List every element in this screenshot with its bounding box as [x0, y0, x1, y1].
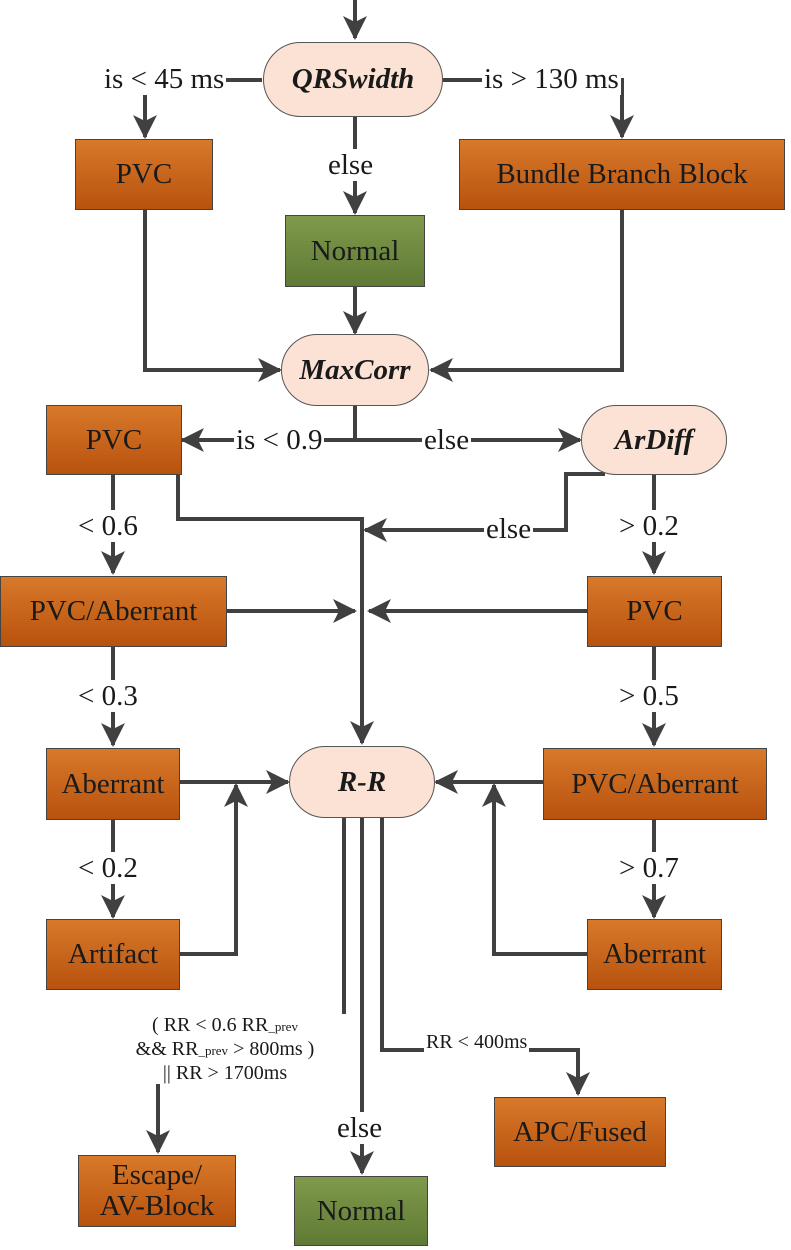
label-gt07: > 0.7 — [617, 852, 681, 884]
box-normal-bottom-label: Normal — [316, 1194, 406, 1227]
label-escape-cond-line1: ( RR < 0.6 RR_prev — [152, 1014, 298, 1036]
box-artifact-label: Artifact — [67, 938, 159, 970]
box-pvc-left-label: PVC — [85, 423, 143, 456]
box-pvc-right: PVC — [587, 576, 722, 647]
box-bbb-label: Bundle Branch Block — [496, 158, 748, 190]
box-apc-fused-label: APC/Fused — [513, 1115, 647, 1148]
box-escape-line2: AV-Block — [99, 1190, 215, 1222]
arrow-aberrant-right-to-rr — [482, 783, 587, 956]
label-escape-cond-line3: || RR > 1700ms — [162, 1062, 288, 1084]
box-apc-fused: APC/Fused — [494, 1097, 666, 1167]
box-normal-top: Normal — [285, 215, 425, 287]
label-rr-lt400: RR < 400ms — [424, 1031, 530, 1053]
label-gt02: > 0.2 — [617, 510, 681, 542]
label-else-maxcorr: else — [422, 424, 472, 456]
label-lt09: is < 0.9 — [234, 424, 325, 456]
arrow-rr-to-escape — [146, 818, 346, 1154]
arrow-pvc-to-maxcorr — [143, 210, 282, 382]
arrow-pvc-to-rr — [176, 475, 374, 745]
label-lt02: < 0.2 — [76, 852, 140, 884]
box-normal-top-label: Normal — [310, 234, 400, 267]
box-pvc-aberrant-right-label: PVC/Aberrant — [571, 767, 739, 800]
label-else-qrs: else — [326, 149, 376, 181]
box-pvc-left: PVC — [46, 405, 182, 475]
label-else-ardiff: else — [484, 513, 534, 545]
decision-maxcorr: MaxCorr — [281, 334, 429, 406]
box-aberrant-right: Aberrant — [587, 919, 722, 990]
box-artifact: Artifact — [46, 919, 180, 990]
box-aberrant-left: Aberrant — [46, 748, 180, 820]
decision-ardiff: ArDiff — [581, 405, 727, 475]
label-lt45: is < 45 ms — [102, 63, 227, 95]
label-else-rr: else — [335, 1112, 385, 1144]
box-escape-av-block: Escape/ AV-Block — [78, 1155, 236, 1227]
box-aberrant-right-label: Aberrant — [602, 938, 707, 970]
decision-rr-label: R-R — [337, 765, 387, 798]
box-escape-line1: Escape/ — [111, 1159, 203, 1191]
decision-rr: R-R — [289, 746, 435, 818]
decision-ardiff-label: ArDiff — [614, 423, 694, 456]
label-gt130: is > 130 ms — [482, 63, 621, 95]
label-lt03: < 0.3 — [76, 680, 140, 712]
decision-qrswidth-label: QRSwidth — [291, 63, 415, 95]
box-pvc-aberrant-left: PVC/Aberrant — [0, 576, 227, 647]
box-pvc-top-label: PVC — [115, 158, 173, 190]
box-bundle-branch-block: Bundle Branch Block — [459, 139, 785, 210]
label-escape-condition: ( RR < 0.6 RR_prev && RR_prev > 800ms ) … — [103, 1014, 347, 1084]
decision-maxcorr-label: MaxCorr — [299, 353, 411, 386]
box-pvc-aberrant-right: PVC/Aberrant — [543, 748, 767, 820]
decision-qrswidth: QRSwidth — [263, 42, 443, 117]
box-pvc-right-label: PVC — [626, 595, 683, 627]
box-normal-bottom: Normal — [294, 1176, 428, 1246]
box-pvc-top: PVC — [75, 139, 213, 210]
box-pvc-aberrant-left-label: PVC/Aberrant — [29, 595, 198, 627]
label-gt05: > 0.5 — [617, 680, 681, 712]
arrow-artifact-to-rr — [180, 783, 248, 956]
arrow-ardiff-else — [363, 472, 605, 542]
label-lt06: < 0.6 — [76, 510, 140, 542]
arrow-bbb-to-maxcorr — [429, 210, 624, 382]
label-escape-cond-line2: && RR_prev > 800ms ) — [135, 1038, 315, 1060]
box-aberrant-left-label: Aberrant — [61, 767, 165, 800]
